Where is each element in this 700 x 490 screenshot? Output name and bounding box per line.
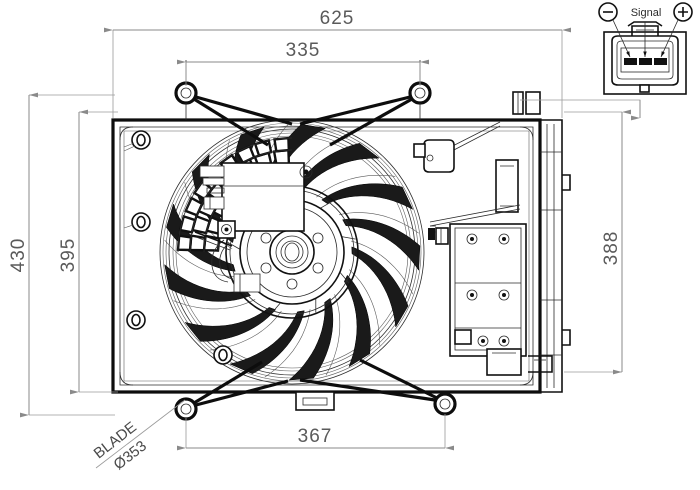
fan-blade-assembly — [159, 119, 425, 385]
polarity-positive-icon — [673, 2, 693, 22]
dim-bottom-span: 367 — [298, 426, 333, 447]
module-screws — [466, 233, 510, 347]
shroud-upper-right-details — [413, 91, 541, 240]
connector-signal-label: Signal — [631, 7, 662, 19]
motor-control-module — [194, 162, 313, 293]
shroud-bottom-right-foot — [528, 355, 553, 373]
connector-pins — [624, 58, 667, 65]
resistor-module — [435, 223, 527, 376]
fan-shroud-frame — [111, 118, 571, 394]
side-mount-bosses — [123, 130, 233, 365]
dim-mount-span-width: 335 — [286, 40, 321, 61]
dim-overall-width: 625 — [320, 8, 355, 29]
bottom-center-tab — [295, 391, 335, 411]
pin-leader-lines — [612, 19, 679, 58]
dim-shroud-height-left: 395 — [58, 238, 79, 273]
connector-callout-leader — [520, 99, 641, 121]
dim-overall-height-left: 430 — [8, 238, 29, 273]
mounting-eyelets — [174, 60, 457, 421]
polarity-negative-icon — [598, 2, 618, 22]
dim-shroud-height-right: 388 — [601, 231, 622, 266]
